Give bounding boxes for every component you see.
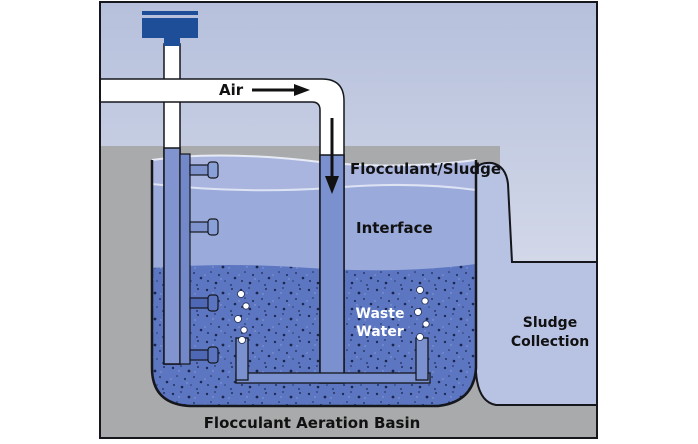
air-bubbles — [234, 286, 430, 344]
label-sludge: Sludge — [523, 315, 577, 331]
flocculant-sludge-layer — [152, 155, 476, 191]
waste-water-region — [152, 264, 476, 406]
arrow-down-icon — [325, 118, 339, 194]
label-water: Water — [356, 324, 404, 340]
sampler-port-1 — [189, 161, 219, 179]
blower-cap-icon — [142, 11, 198, 46]
label-waste: Waste — [356, 306, 405, 322]
diagram-frame — [99, 1, 598, 439]
sampler-pipe-side — [179, 153, 191, 365]
label-basin-title: Flocculant Aeration Basin — [204, 414, 421, 432]
ground-left — [100, 146, 150, 438]
diffuser-header — [235, 372, 431, 384]
sampler-port-2 — [189, 218, 219, 236]
sampler-port-3 — [189, 294, 219, 312]
label-interface: Interface — [356, 219, 433, 237]
sludge-collection-channel — [475, 161, 597, 406]
diffuser-riser-left — [235, 337, 249, 381]
sampler-pipe-submerged — [163, 147, 181, 365]
label-air: Air — [219, 81, 244, 99]
label-flocculant-sludge: Flocculant/Sludge — [350, 160, 501, 178]
basin-wall-outline — [150, 160, 478, 408]
diffuser-riser-right — [415, 337, 429, 381]
sampler-port-4 — [189, 346, 219, 364]
label-collection: Collection — [511, 334, 589, 350]
arrow-right-icon — [252, 84, 310, 96]
